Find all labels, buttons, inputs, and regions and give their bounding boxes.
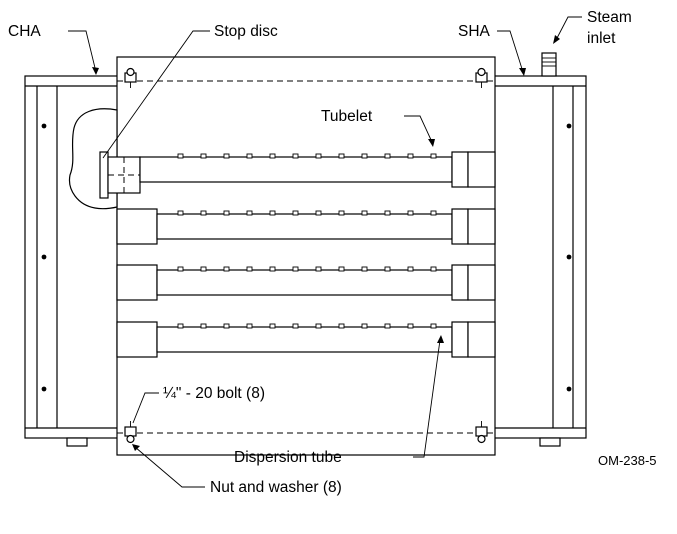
label-cha: CHA bbox=[8, 23, 41, 40]
labels: CHA Stop disc SHA Steam inlet Tubelet ¼"… bbox=[8, 9, 657, 496]
label-steam-inlet-line2: inlet bbox=[587, 30, 616, 47]
dispersion-tubes bbox=[116, 151, 496, 358]
bolt-top-left bbox=[124, 67, 137, 88]
leader-lines bbox=[68, 16, 582, 488]
tubelet bbox=[177, 323, 184, 329]
tube-left-fitting bbox=[116, 208, 158, 245]
cutaway bbox=[68, 108, 141, 210]
tubelet bbox=[246, 323, 253, 329]
tube-right-fitting bbox=[467, 321, 496, 358]
tubelet bbox=[361, 153, 368, 159]
tubelet bbox=[269, 266, 276, 272]
label-steam-inlet-line1: Steam bbox=[587, 9, 632, 26]
tubelet bbox=[338, 153, 345, 159]
tubelet bbox=[292, 266, 299, 272]
tubelet bbox=[200, 266, 207, 272]
tubelet bbox=[361, 210, 368, 216]
tube-right-collar bbox=[451, 151, 469, 188]
dispersion-tube bbox=[116, 321, 496, 358]
tubelet bbox=[384, 153, 391, 159]
tubelet bbox=[384, 323, 391, 329]
tubelet bbox=[361, 266, 368, 272]
bolt-bottom-left bbox=[124, 421, 137, 444]
label-dispersion-tube: Dispersion tube bbox=[234, 449, 342, 466]
frame-screws bbox=[41, 123, 572, 392]
tube-right-fitting bbox=[467, 208, 496, 245]
tubelet bbox=[407, 323, 414, 329]
tube-right-fitting bbox=[467, 264, 496, 301]
drawing-number: OM-238-5 bbox=[598, 453, 657, 468]
tube-body bbox=[139, 156, 453, 183]
tubelet bbox=[177, 266, 184, 272]
tubelet bbox=[315, 266, 322, 272]
tubelet bbox=[292, 210, 299, 216]
tubelet bbox=[315, 153, 322, 159]
tube-right-collar bbox=[451, 208, 469, 245]
stop-disc bbox=[99, 151, 109, 199]
dispersion-tube bbox=[116, 208, 496, 245]
tube-right-collar bbox=[451, 321, 469, 358]
tubelet bbox=[430, 153, 437, 159]
tubelet bbox=[200, 323, 207, 329]
tube-body bbox=[156, 326, 453, 353]
dispersion-tube bbox=[116, 264, 496, 301]
foot-left bbox=[66, 437, 88, 447]
tube-left-fitting bbox=[116, 321, 158, 358]
tubelet bbox=[361, 323, 368, 329]
tubelet bbox=[338, 266, 345, 272]
foot-right bbox=[539, 437, 561, 447]
tube-right-fitting bbox=[467, 151, 496, 188]
tubelet bbox=[223, 323, 230, 329]
mounting-plate bbox=[116, 56, 496, 456]
tubelet bbox=[407, 210, 414, 216]
dispersion-tube bbox=[139, 151, 496, 188]
bolt-bottom-right bbox=[475, 421, 488, 444]
tubelet bbox=[246, 266, 253, 272]
tubelet bbox=[407, 266, 414, 272]
tubelet bbox=[292, 323, 299, 329]
tubelet bbox=[200, 210, 207, 216]
label-bolt: ¼" - 20 bolt (8) bbox=[163, 385, 265, 402]
tubelet bbox=[200, 153, 207, 159]
tubelet bbox=[384, 210, 391, 216]
tubelet bbox=[177, 210, 184, 216]
label-stop-disc: Stop disc bbox=[214, 23, 278, 40]
tubelet bbox=[430, 266, 437, 272]
tubelet bbox=[177, 153, 184, 159]
tubelet bbox=[384, 266, 391, 272]
tubelet bbox=[430, 323, 437, 329]
tubelet bbox=[430, 210, 437, 216]
tubelet bbox=[269, 210, 276, 216]
tubelet bbox=[407, 153, 414, 159]
tubelet bbox=[338, 210, 345, 216]
tubelet bbox=[315, 323, 322, 329]
tubelet bbox=[246, 210, 253, 216]
tubelet bbox=[269, 153, 276, 159]
steam-inlet-pipe bbox=[541, 52, 557, 77]
tube-body bbox=[156, 213, 453, 240]
tubelet bbox=[223, 210, 230, 216]
tubelet bbox=[315, 210, 322, 216]
tubelet bbox=[292, 153, 299, 159]
bolts bbox=[124, 67, 488, 444]
label-tubelet: Tubelet bbox=[321, 108, 373, 125]
bolt-top-right bbox=[475, 67, 488, 88]
label-nut-washer: Nut and washer (8) bbox=[210, 479, 342, 496]
tubelet bbox=[223, 153, 230, 159]
tubelet bbox=[246, 153, 253, 159]
tube-body bbox=[156, 269, 453, 296]
label-sha: SHA bbox=[458, 23, 491, 40]
tube-right-collar bbox=[451, 264, 469, 301]
tubelet bbox=[223, 266, 230, 272]
tubelet bbox=[338, 323, 345, 329]
tube-left-fitting bbox=[116, 264, 158, 301]
tubelet bbox=[269, 323, 276, 329]
